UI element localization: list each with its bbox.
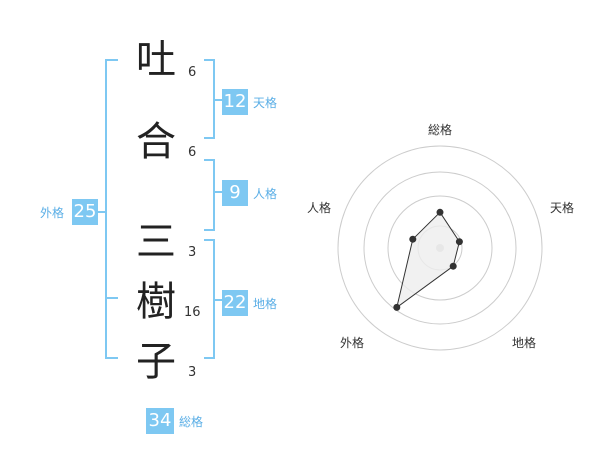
gaikaku-value: 25 xyxy=(72,199,98,225)
radar-label-chikaku: 地格 xyxy=(512,336,537,350)
gaikaku-bracket xyxy=(105,59,118,359)
radar-point-jinkaku xyxy=(409,235,417,243)
stroke-count-3: 3 xyxy=(188,245,197,260)
radar-ring-3 xyxy=(363,171,517,325)
radar-point-tenkaku xyxy=(455,238,463,246)
stroke-count-5: 3 xyxy=(188,365,197,380)
name-char-4: 樹 xyxy=(136,279,176,325)
tenkaku-bracket xyxy=(204,59,215,139)
tenkaku-value: 12 xyxy=(222,89,248,115)
chikaku-value: 22 xyxy=(222,290,248,316)
radar-point-gaikaku xyxy=(393,303,401,311)
chikaku-label: 地格 xyxy=(253,297,278,311)
radar-point-soukaku xyxy=(436,208,444,216)
radar-points xyxy=(393,208,463,311)
name-char-3: 三 xyxy=(136,219,176,265)
stroke-count-4: 16 xyxy=(184,305,201,320)
stroke-count-1: 6 xyxy=(188,65,197,80)
jinkaku-value: 9 xyxy=(222,180,248,206)
soukaku-value: 34 xyxy=(146,408,174,434)
chikaku-bracket xyxy=(204,239,215,359)
radar-polygon xyxy=(396,211,460,309)
jinkaku-label: 人格 xyxy=(253,187,278,201)
radar-label-tenkaku: 天格 xyxy=(550,201,575,215)
name-char-5: 子 xyxy=(136,339,176,385)
stroke-count-2: 6 xyxy=(188,145,197,160)
radar-ring-4 xyxy=(337,145,543,351)
radar-ring-2 xyxy=(387,195,493,301)
name-char-2: 合 xyxy=(136,119,176,165)
name-char-1: 吐 xyxy=(136,37,176,83)
radar-label-soukaku: 総格 xyxy=(428,123,453,137)
radar-label-gaikaku: 外格 xyxy=(340,336,365,350)
soukaku-label: 総格 xyxy=(179,415,204,429)
radar-label-jinkaku: 人格 xyxy=(307,201,332,215)
radar-chart xyxy=(337,145,543,351)
jinkaku-bracket xyxy=(204,159,215,231)
gaikaku-label: 外格 xyxy=(40,206,65,220)
tenkaku-label: 天格 xyxy=(253,96,278,110)
radar-point-chikaku xyxy=(449,262,457,270)
